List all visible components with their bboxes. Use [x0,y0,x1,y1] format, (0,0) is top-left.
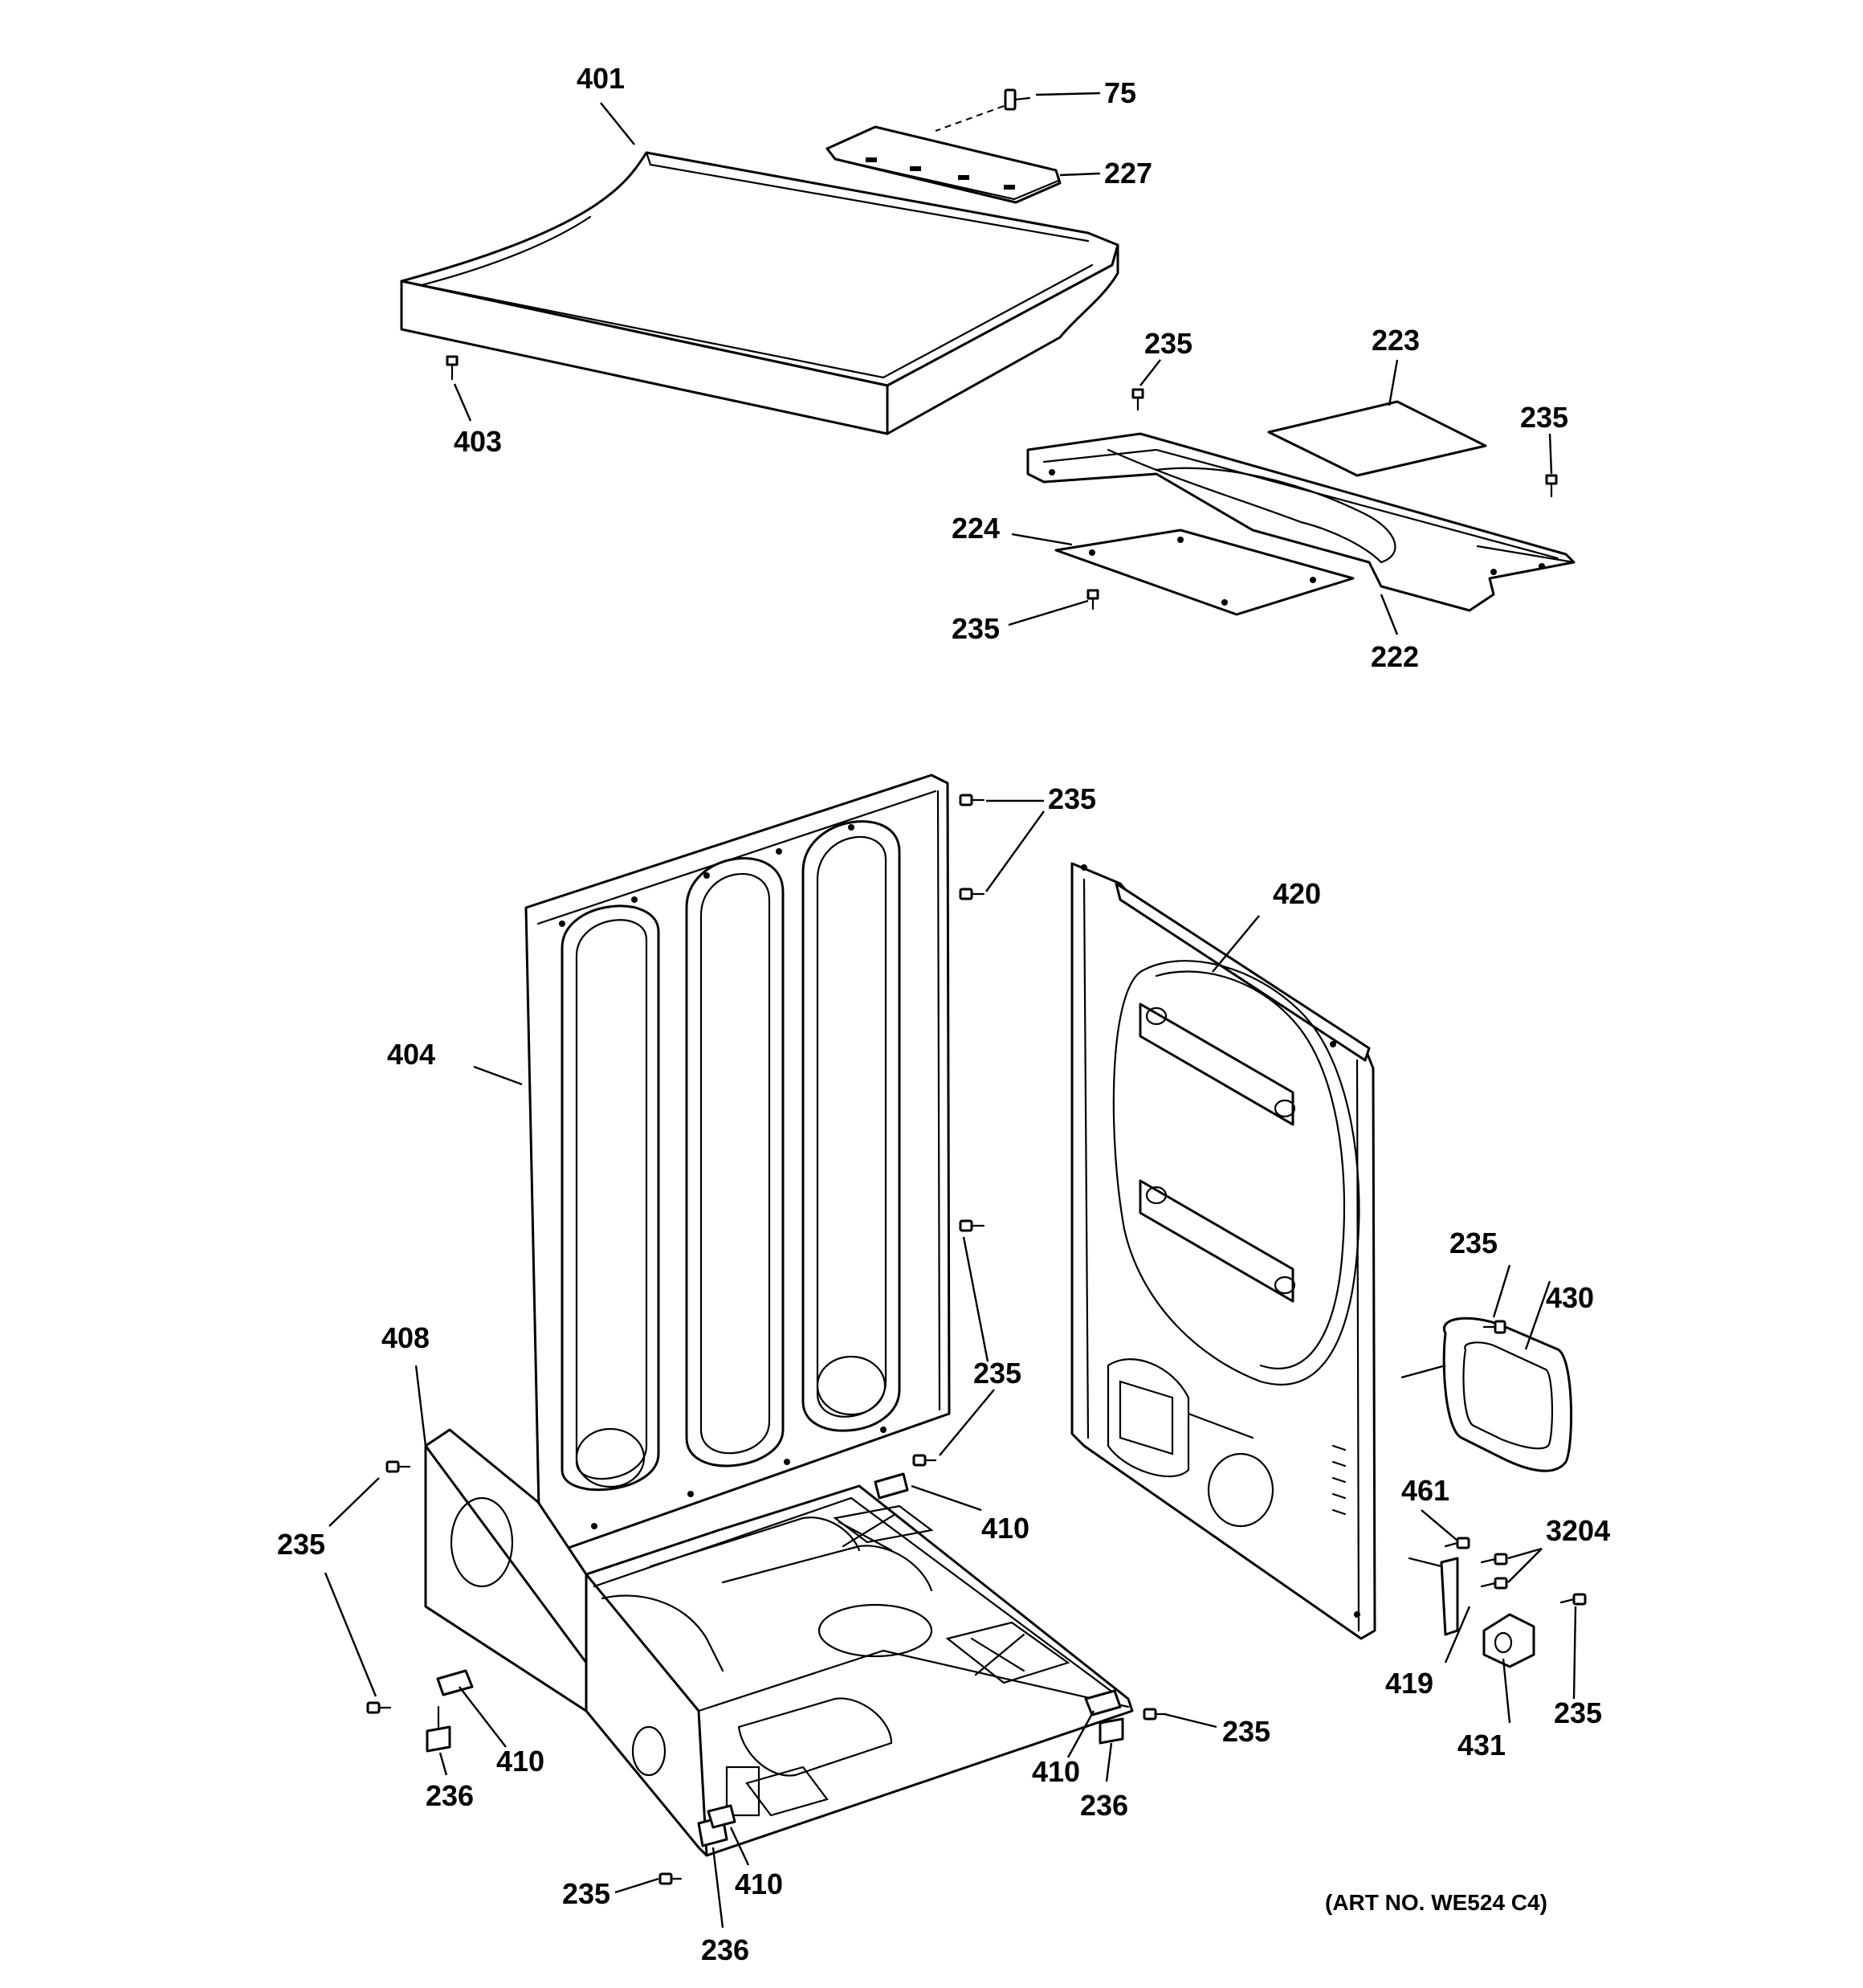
part-408-base [424,1428,1134,1857]
part-235-screw-top-a [1131,388,1144,411]
leader-lines [324,92,1577,1929]
part-431-block [1482,1613,1535,1668]
label-235-b: 235 [1520,401,1568,434]
part-410-bracket-right [1084,1689,1122,1717]
part-235-screw-9 [1482,1320,1506,1334]
label-235-c: 235 [952,612,1000,645]
part-3204-screw-a [1480,1553,1508,1565]
label-235-a: 235 [1144,327,1192,360]
label-410-d: 410 [735,1868,783,1900]
label-235-j: 235 [562,1877,610,1910]
part-3204-screw-b [1480,1577,1508,1590]
part-235-screw-5 [385,1460,411,1473]
label-75: 75 [1104,76,1136,109]
label-235-h: 235 [1554,1696,1602,1729]
part-236-foot-left [426,1705,451,1753]
label-236-b: 236 [1080,1789,1128,1822]
label-227: 227 [1104,157,1152,190]
part-235-screw-3 [959,1219,985,1232]
part-410-bracket-rear [874,1472,909,1500]
part-235-screw-8 [658,1872,683,1885]
label-430: 430 [1546,1281,1594,1314]
part-430-bracket [1442,1316,1573,1472]
part-236-foot-right [1099,1717,1124,1745]
label-236-c: 236 [701,1933,749,1966]
part-410-bracket-front [707,1804,736,1829]
label-419: 419 [1385,1667,1433,1700]
part-235-screw-4 [912,1454,937,1467]
part-461-screw [1444,1537,1470,1549]
part-404-rear-panel [524,774,951,1556]
label-235-f: 235 [973,1357,1021,1390]
part-235-screw-2 [959,888,985,900]
part-403-screw [446,355,459,381]
part-401-top-cover [400,151,1119,435]
label-3204: 3204 [1546,1514,1610,1547]
part-labels: 401 75 227 403 235 223 235 224 235 222 2… [277,62,1610,1966]
label-223: 223 [1372,324,1420,357]
label-401: 401 [577,62,625,95]
label-420: 420 [1273,877,1321,910]
label-235-i: 235 [1222,1715,1270,1748]
label-408: 408 [381,1321,430,1354]
part-235-screw-top-c [1086,589,1099,610]
part-227-hinge-bracket [826,125,1062,204]
part-420-front-panel [1070,862,1376,1640]
part-410-bracket-left [436,1669,474,1696]
label-235-g: 235 [277,1528,325,1561]
label-224: 224 [952,512,1000,545]
part-222-top-rail [1026,432,1576,612]
part-223-plate [1267,400,1487,477]
part-75-screw [935,88,1031,132]
label-410-b: 410 [496,1745,544,1778]
label-236-a: 236 [426,1779,474,1812]
label-235-e: 235 [1449,1227,1498,1259]
label-461: 461 [1401,1474,1449,1507]
part-235-screw-7 [1143,1708,1168,1721]
part-235-screw-1 [959,794,985,806]
label-403: 403 [454,425,502,458]
label-222: 222 [1371,640,1419,673]
label-410-c: 410 [1032,1755,1080,1788]
part-235-screw-10 [1559,1593,1587,1606]
label-410-a: 410 [981,1512,1029,1545]
part-419-bracket [1408,1557,1459,1636]
label-431: 431 [1457,1729,1506,1761]
label-235-d: 235 [1048,782,1096,815]
art-number: (ART NO. WE524 C4) [1325,1890,1547,1915]
part-235-screw-top-b [1545,474,1558,498]
part-224-plate [1054,529,1355,616]
part-235-screw-6 [366,1701,392,1714]
label-404: 404 [387,1038,435,1071]
